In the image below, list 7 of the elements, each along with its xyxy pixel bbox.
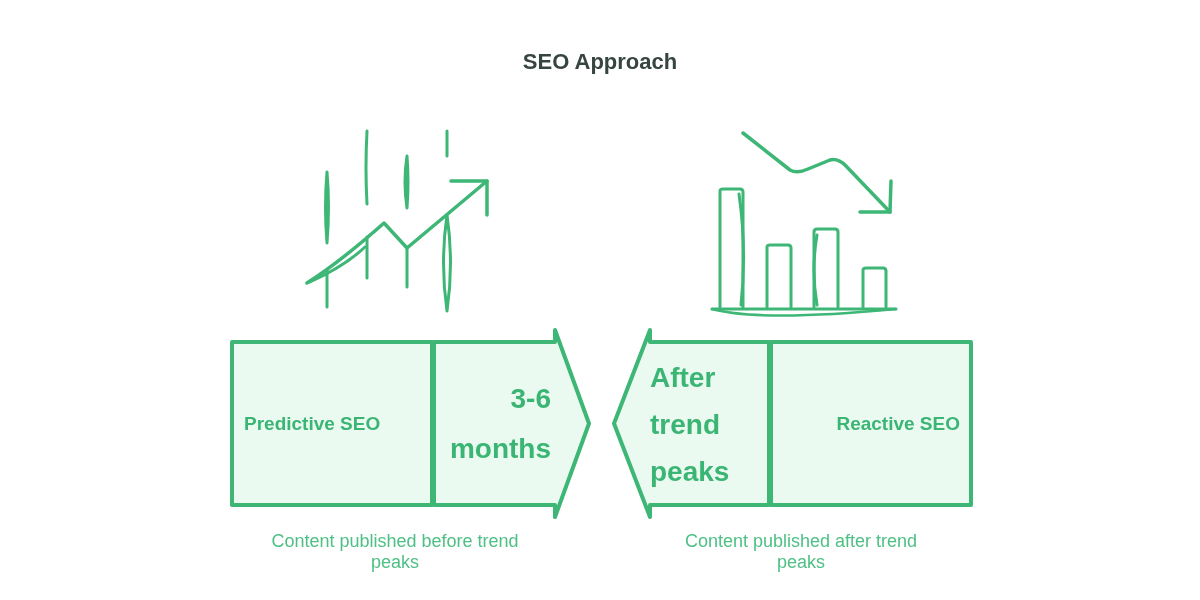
caption-text: Content published after trend peaks <box>683 531 919 573</box>
diagram-title: SEO Approach <box>522 49 678 75</box>
stage-title: Predictive SEO <box>244 411 381 436</box>
timing-label: After trend peaks <box>650 360 731 489</box>
caption-text: Content published before trend peaks <box>270 531 520 573</box>
timing-label: 3-6 months <box>448 381 551 466</box>
stage-title: Reactive SEO <box>836 411 960 436</box>
